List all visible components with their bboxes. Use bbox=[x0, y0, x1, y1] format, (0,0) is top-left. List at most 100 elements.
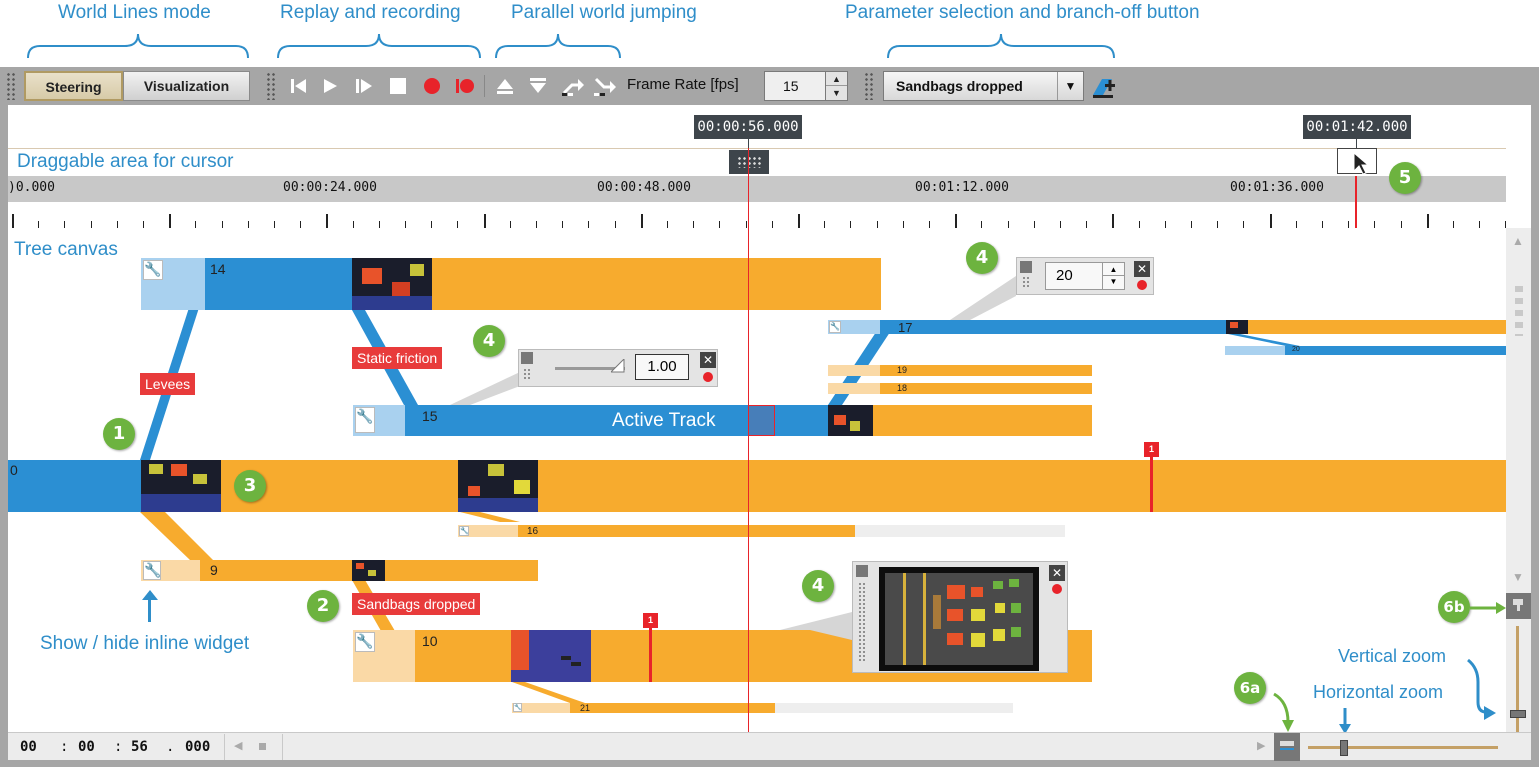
track-19-start[interactable] bbox=[828, 365, 892, 376]
track-21-start[interactable] bbox=[512, 703, 582, 713]
track-19[interactable] bbox=[880, 365, 1092, 376]
event-marker-flag[interactable]: 1 bbox=[643, 613, 658, 628]
time-seconds[interactable]: 56 bbox=[131, 739, 148, 755]
track-20-start[interactable] bbox=[1225, 346, 1285, 355]
active-track[interactable] bbox=[405, 405, 828, 436]
pin-icon[interactable] bbox=[1020, 261, 1032, 273]
track-thumbnail[interactable] bbox=[458, 460, 538, 512]
horizontal-zoom-track[interactable] bbox=[1308, 746, 1498, 749]
grip-icon[interactable] bbox=[1022, 276, 1030, 288]
track-20[interactable] bbox=[1285, 346, 1506, 355]
stop-icon[interactable] bbox=[386, 75, 410, 97]
frame-rate-spinner[interactable]: 15 ▲▼ bbox=[764, 71, 848, 101]
cursor-handle[interactable] bbox=[729, 150, 769, 174]
spin-down-icon[interactable]: ▼ bbox=[826, 86, 847, 100]
steering-button[interactable]: Steering bbox=[24, 71, 123, 101]
scroll-left-icon[interactable]: ◀ bbox=[234, 740, 243, 752]
track-thumbnail[interactable] bbox=[828, 405, 873, 436]
vertical-zoom-thumb[interactable] bbox=[1510, 710, 1526, 718]
track-thumbnail[interactable] bbox=[352, 258, 432, 310]
chevron-down-icon[interactable]: ▼ bbox=[1057, 72, 1083, 100]
track-thumbnail[interactable] bbox=[141, 460, 221, 512]
grip-icon[interactable] bbox=[858, 582, 866, 662]
scroll-down-icon[interactable]: ▼ bbox=[1512, 570, 1524, 584]
step-forward-icon[interactable] bbox=[352, 75, 376, 97]
visualization-button[interactable]: Visualization bbox=[123, 71, 250, 101]
preview-image[interactable] bbox=[879, 567, 1039, 671]
close-icon[interactable]: ✕ bbox=[1134, 261, 1150, 277]
time-ruler[interactable]: )0.000 00:00:24.000 00:00:48.000 00:01:1… bbox=[8, 176, 1506, 228]
scroll-up-icon[interactable]: ▲ bbox=[1512, 234, 1524, 248]
scroll-thumb-icon[interactable] bbox=[259, 743, 266, 750]
pin-icon[interactable] bbox=[521, 352, 533, 364]
time-minutes[interactable]: 00 bbox=[78, 739, 95, 755]
spinner-buttons[interactable]: ▲▼ bbox=[825, 72, 847, 100]
track-17-start[interactable] bbox=[828, 320, 892, 334]
record-icon[interactable] bbox=[1052, 584, 1062, 594]
wrench-icon[interactable]: 🔧 bbox=[143, 260, 163, 280]
branch-off-icon[interactable] bbox=[1090, 75, 1118, 98]
spinner-value-input[interactable]: 20 ▲ ▼ bbox=[1045, 262, 1125, 290]
tag-levees[interactable]: Levees bbox=[140, 373, 196, 395]
track-21-future[interactable] bbox=[775, 703, 1013, 713]
vertical-zoom-reset-icon[interactable] bbox=[1506, 593, 1531, 619]
track-18-start[interactable] bbox=[828, 383, 892, 394]
play-icon[interactable] bbox=[318, 75, 342, 97]
scroll-right-icon[interactable]: ▶ bbox=[1257, 740, 1266, 752]
wrench-icon[interactable]: 🔧 bbox=[355, 632, 375, 652]
jump-branch-up-icon[interactable] bbox=[560, 75, 584, 97]
step-back-icon[interactable] bbox=[286, 75, 310, 97]
track-14-branch[interactable] bbox=[432, 258, 881, 310]
event-marker-flag[interactable]: 1 bbox=[1144, 442, 1159, 457]
track-0[interactable] bbox=[8, 460, 142, 512]
toolbar-grip[interactable] bbox=[864, 72, 874, 100]
record-icon[interactable] bbox=[703, 372, 713, 382]
track-15-branch[interactable] bbox=[873, 405, 1092, 436]
record-icon[interactable] bbox=[420, 75, 444, 97]
track-16[interactable] bbox=[518, 525, 855, 537]
track-thumbnail[interactable] bbox=[352, 560, 385, 581]
tag-static-friction[interactable]: Static friction bbox=[352, 347, 443, 369]
wrench-icon[interactable]: 🔧 bbox=[355, 407, 375, 433]
spin-down-icon[interactable]: ▼ bbox=[1109, 277, 1118, 286]
tag-sandbags-dropped[interactable]: Sandbags dropped bbox=[352, 593, 481, 615]
scroll-thumb[interactable] bbox=[1515, 286, 1523, 336]
event-marker[interactable] bbox=[1150, 450, 1153, 512]
record-continue-icon[interactable] bbox=[452, 75, 476, 97]
close-icon[interactable]: ✕ bbox=[700, 352, 716, 368]
track-21[interactable] bbox=[570, 703, 775, 713]
track-17-branch[interactable] bbox=[1248, 320, 1506, 334]
grip-icon[interactable] bbox=[523, 368, 531, 380]
pin-icon[interactable] bbox=[856, 565, 868, 577]
wrench-icon[interactable]: 🔧 bbox=[513, 703, 522, 712]
jump-up-icon[interactable] bbox=[493, 75, 517, 97]
horizontal-zoom-thumb[interactable] bbox=[1340, 740, 1348, 756]
slider-track[interactable] bbox=[555, 367, 625, 370]
track-18[interactable] bbox=[880, 383, 1092, 394]
wrench-icon[interactable]: 🔧 bbox=[143, 561, 162, 580]
track-thumbnail[interactable] bbox=[1226, 320, 1248, 334]
horizontal-zoom-reset-icon[interactable] bbox=[1274, 733, 1300, 761]
jump-branch-down-icon[interactable] bbox=[592, 75, 616, 97]
track-16-start[interactable] bbox=[458, 525, 526, 537]
wrench-icon[interactable]: 🔧 bbox=[829, 321, 841, 333]
track-16-future[interactable] bbox=[855, 525, 1065, 537]
wrench-icon[interactable]: 🔧 bbox=[459, 526, 469, 536]
jump-down-icon[interactable] bbox=[526, 75, 550, 97]
track-0-main[interactable] bbox=[220, 460, 1506, 512]
slider-value-input[interactable]: 1.00 bbox=[635, 354, 689, 380]
parameter-dropdown[interactable]: Sandbags dropped ▼ bbox=[883, 71, 1084, 101]
toolbar-grip[interactable] bbox=[6, 72, 16, 100]
vertical-zoom-track[interactable] bbox=[1516, 626, 1519, 754]
spin-up-icon[interactable]: ▲ bbox=[826, 72, 847, 86]
spinner-buttons[interactable]: ▲ ▼ bbox=[1102, 263, 1124, 289]
track-thumbnail[interactable] bbox=[511, 630, 591, 682]
toolbar-grip[interactable] bbox=[266, 72, 276, 100]
close-icon[interactable]: ✕ bbox=[1049, 565, 1065, 581]
track-14[interactable] bbox=[205, 258, 353, 310]
event-marker[interactable] bbox=[649, 622, 652, 682]
hover-cursor-handle[interactable] bbox=[1337, 148, 1377, 175]
track-17[interactable] bbox=[880, 320, 1226, 334]
spin-up-icon[interactable]: ▲ bbox=[1103, 263, 1124, 276]
time-hours[interactable]: 00 bbox=[20, 739, 37, 755]
